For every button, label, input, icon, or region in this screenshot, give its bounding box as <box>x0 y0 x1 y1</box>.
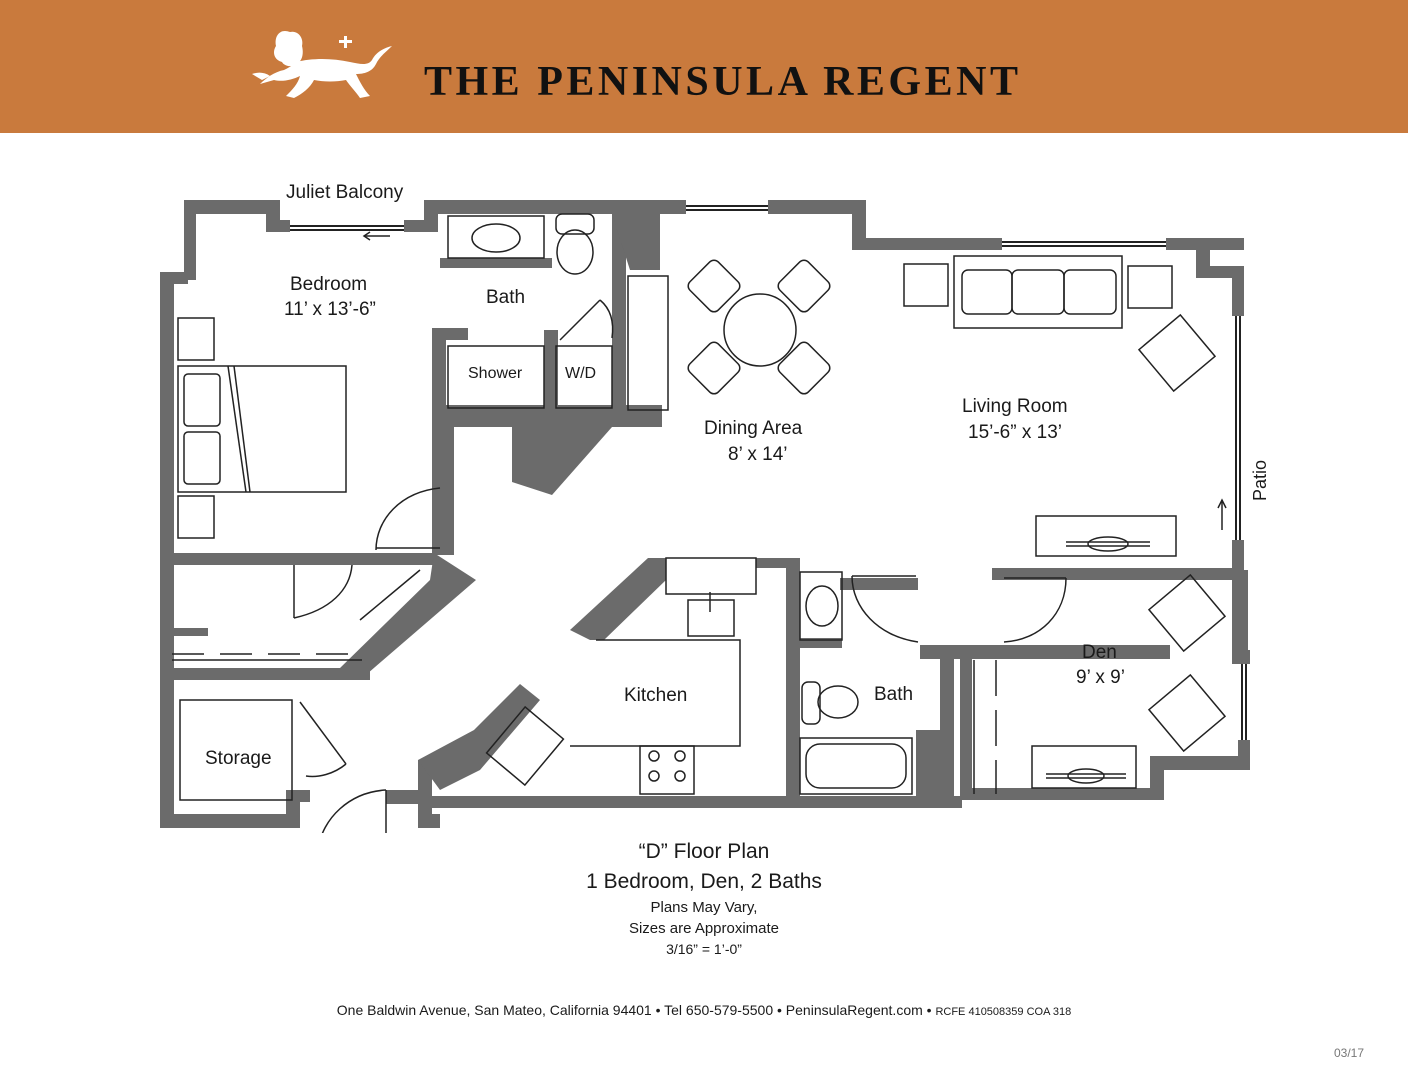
label-living-size: 15’-6” x 13’ <box>968 422 1062 443</box>
footer-address: One Baldwin Avenue, San Mateo, Californi… <box>336 1002 932 1018</box>
label-wd: W/D <box>565 365 597 382</box>
plan-title: “D” Floor Plan <box>638 840 770 863</box>
floor-plan <box>160 200 1250 833</box>
plan-scale: 3/16” = 1’-0” <box>666 941 742 957</box>
label-den: Den <box>1082 642 1117 663</box>
plan-note-approx: Sizes are Approximate <box>628 920 780 937</box>
label-patio: Patio <box>1250 459 1271 502</box>
walls <box>160 200 1250 828</box>
label-storage: Storage <box>205 748 272 769</box>
label-bath-2: Bath <box>874 684 914 705</box>
label-bedroom-size: 11’ x 13’-6” <box>284 299 376 320</box>
header-banner: THE PENINSULA REGENT <box>0 0 1408 133</box>
label-shower: Shower <box>468 365 523 382</box>
windows <box>290 205 1247 740</box>
label-dining-size: 8’ x 14’ <box>728 444 788 465</box>
plan-note-vary: Plans May Vary, <box>650 899 758 916</box>
brand-name: THE PENINSULA REGENT <box>424 59 1022 105</box>
fixtures <box>172 213 1227 833</box>
label-dining-area: Dining Area <box>704 418 803 439</box>
date-code: 03/17 <box>1333 1046 1364 1060</box>
label-bedroom: Bedroom <box>290 274 368 295</box>
plan-subtitle: 1 Bedroom, Den, 2 Baths <box>586 870 822 893</box>
label-bath-1: Bath <box>486 287 526 308</box>
label-den-size: 9’ x 9’ <box>1076 667 1125 688</box>
footer-contact: One Baldwin Avenue, San Mateo, Californi… <box>0 1002 1408 1018</box>
label-juliet-balcony: Juliet Balcony <box>286 182 404 203</box>
lion-icon <box>252 30 392 98</box>
label-living-room: Living Room <box>962 396 1068 417</box>
footer-license: RCFE 410508359 COA 318 <box>935 1006 1072 1018</box>
label-kitchen: Kitchen <box>624 685 688 706</box>
